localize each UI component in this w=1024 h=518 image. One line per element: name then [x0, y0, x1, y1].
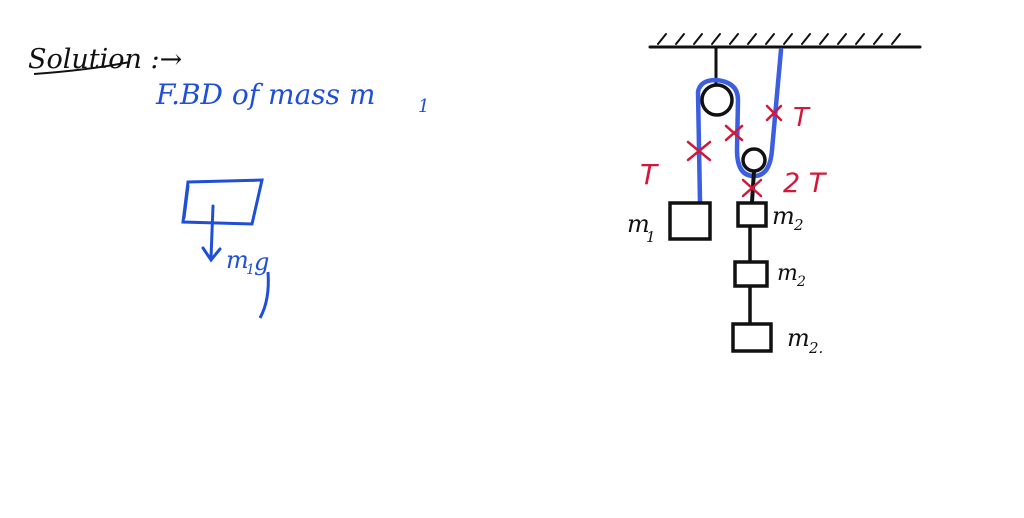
cut-mark-bottom	[741, 178, 763, 198]
weight-label-m: m	[226, 246, 249, 274]
weight-label-g-tail	[258, 271, 270, 319]
mass-1-block	[668, 201, 712, 241]
weight-arrow-head	[201, 246, 222, 263]
mass-2-bottom-label: m	[787, 324, 810, 352]
mass-2-block-bottom	[731, 322, 773, 353]
fbd-diagram	[181, 178, 264, 263]
solution-heading: Solution :→	[28, 44, 182, 75]
mass-2-top-subscript: 2	[793, 216, 804, 234]
tension-right-label: T	[793, 103, 811, 133]
cut-mark-right	[765, 104, 783, 122]
weight-arrow-shaft	[209, 204, 215, 260]
fbd-block	[181, 178, 264, 226]
weight-label-g: g	[254, 248, 269, 276]
mass-1-subscript: 1	[646, 228, 656, 246]
string	[695, 47, 784, 205]
mass-2-chain	[731, 201, 773, 353]
cut-mark-middle	[724, 124, 744, 142]
mass-2-middle-subscript: 2	[796, 274, 806, 290]
fbd-title: F.BD of mass m 1	[155, 78, 429, 117]
tension-cut-marks	[686, 104, 783, 198]
mass-2-block-top	[736, 201, 768, 228]
string-path	[695, 47, 784, 205]
cut-mark-left	[686, 140, 712, 162]
mass-2-middle-label: m	[777, 261, 798, 286]
solution-heading-text: Solution :→	[28, 44, 182, 75]
fbd-title-text: F.BD of mass m	[155, 78, 375, 111]
movable-pulley	[741, 147, 767, 173]
mass-2-top-label: m	[772, 202, 795, 230]
fbd-block-left-edge	[182, 184, 190, 220]
tension-left-label: T	[640, 158, 659, 191]
mass-2-block-middle	[733, 260, 769, 288]
heading-underline	[33, 61, 131, 75]
mass-2-bottom-subscript: 2.	[808, 339, 823, 357]
weight-label-subscript: 1	[246, 262, 255, 278]
mass-1-label: m	[627, 210, 650, 238]
tension-double-label: 2 T	[783, 168, 828, 199]
fixed-pulley	[700, 83, 734, 117]
weight-label: m 1 g	[226, 246, 270, 319]
ceiling	[648, 33, 922, 49]
ceiling-hatching	[657, 33, 901, 45]
fbd-title-subscript: 1	[418, 96, 429, 117]
